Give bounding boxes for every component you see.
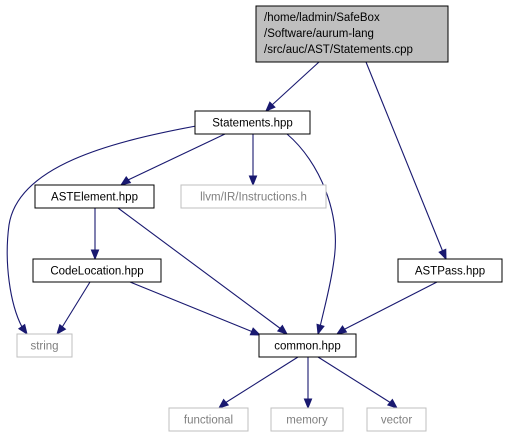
node-box (16, 333, 73, 358)
node-root[interactable]: /home/ladmin/SafeBox/Software/aurum-lang… (255, 5, 449, 63)
arrowhead-icon (119, 175, 132, 186)
node-box (34, 184, 155, 209)
node-functional[interactable]: functional (168, 407, 249, 432)
node-label: functional (184, 415, 233, 427)
arrowhead-icon (249, 327, 262, 336)
edge-astelement_hpp-to-codelocation_hpp (90, 208, 100, 261)
node-box (32, 258, 162, 283)
arrowhead-icon (265, 101, 276, 112)
edge-statements_hpp-to-common_hpp (286, 133, 336, 336)
edge-line (117, 207, 282, 330)
arrowhead-icon (386, 398, 399, 409)
arrowhead-icon (276, 324, 289, 335)
arrowhead-icon (56, 323, 67, 336)
node-box (180, 184, 327, 209)
arrowhead-icon (248, 175, 258, 187)
edge-codelocation_hpp-to-string (56, 281, 91, 336)
node-label: ASTElement.hpp (51, 192, 138, 204)
node-label: string (30, 341, 58, 353)
node-label-line: /home/ladmin/SafeBox (264, 12, 380, 24)
node-label: ASTPass.hpp (415, 266, 485, 278)
node-label: common.hpp (274, 341, 340, 353)
node-astelement-hpp[interactable]: ASTElement.hpp (34, 184, 155, 209)
node-label: CodeLocation.hpp (50, 266, 143, 278)
node-label: vector (381, 415, 412, 427)
arrowhead-icon (303, 398, 313, 410)
node-box (194, 110, 311, 135)
edge-common_hpp-to-vector (317, 356, 399, 409)
node-astpass-hpp[interactable]: ASTPass.hpp (397, 258, 503, 283)
edge-line (365, 61, 444, 253)
node-box (168, 407, 249, 432)
node-box (255, 5, 449, 63)
node-instructions-h[interactable]: llvm/IR/Instructions.h (180, 184, 327, 209)
edge-common_hpp-to-memory (303, 357, 313, 410)
edge-common_hpp-to-functional (217, 356, 299, 409)
edge-line (127, 133, 226, 181)
edge-line (342, 281, 438, 331)
edge-line (6, 125, 197, 328)
node-codelocation-hpp[interactable]: CodeLocation.hpp (32, 258, 162, 283)
node-string[interactable]: string (16, 333, 73, 358)
edge-statements_hpp-to-instructions_h (248, 134, 258, 187)
edge-line (286, 133, 336, 328)
node-common-hpp[interactable]: common.hpp (258, 333, 357, 358)
node-label: llvm/IR/Instructions.h (200, 192, 307, 204)
node-box (366, 407, 427, 432)
node-label-line: /src/auc/AST/Statements.cpp (264, 44, 413, 56)
nodes-layer: /home/ladmin/SafeBox/Software/aurum-lang… (16, 5, 503, 432)
edge-line (129, 281, 254, 333)
edge-statements_hpp-to-astelement_hpp (119, 133, 226, 186)
arrowhead-icon (90, 249, 100, 261)
node-statements-hpp[interactable]: Statements.hpp (194, 110, 311, 135)
edges-layer (6, 61, 447, 410)
edge-root-to-statements_hpp (265, 61, 320, 112)
node-memory[interactable]: memory (270, 407, 344, 432)
node-box (270, 407, 344, 432)
edge-line (271, 61, 320, 106)
arrowhead-icon (316, 323, 325, 336)
node-label-line: /Software/aurum-lang (264, 28, 374, 40)
node-vector[interactable]: vector (366, 407, 427, 432)
node-box (397, 258, 503, 283)
arrowhead-icon (438, 248, 447, 261)
node-label: memory (286, 415, 328, 427)
edge-line (317, 356, 392, 404)
edge-line (60, 281, 91, 330)
arrowhead-icon (335, 325, 348, 335)
edge-astpass_hpp-to-common_hpp (335, 281, 438, 335)
edge-statements_hpp-to-string (6, 125, 197, 336)
arrowhead-icon (17, 323, 28, 336)
edge-astelement_hpp-to-common_hpp (117, 207, 289, 335)
node-box (258, 333, 357, 358)
node-label: Statements.hpp (212, 118, 293, 130)
edge-line (224, 356, 299, 404)
edge-codelocation_hpp-to-common_hpp (129, 281, 262, 336)
arrowhead-icon (217, 398, 230, 409)
edge-root-to-astpass_hpp (365, 61, 447, 261)
